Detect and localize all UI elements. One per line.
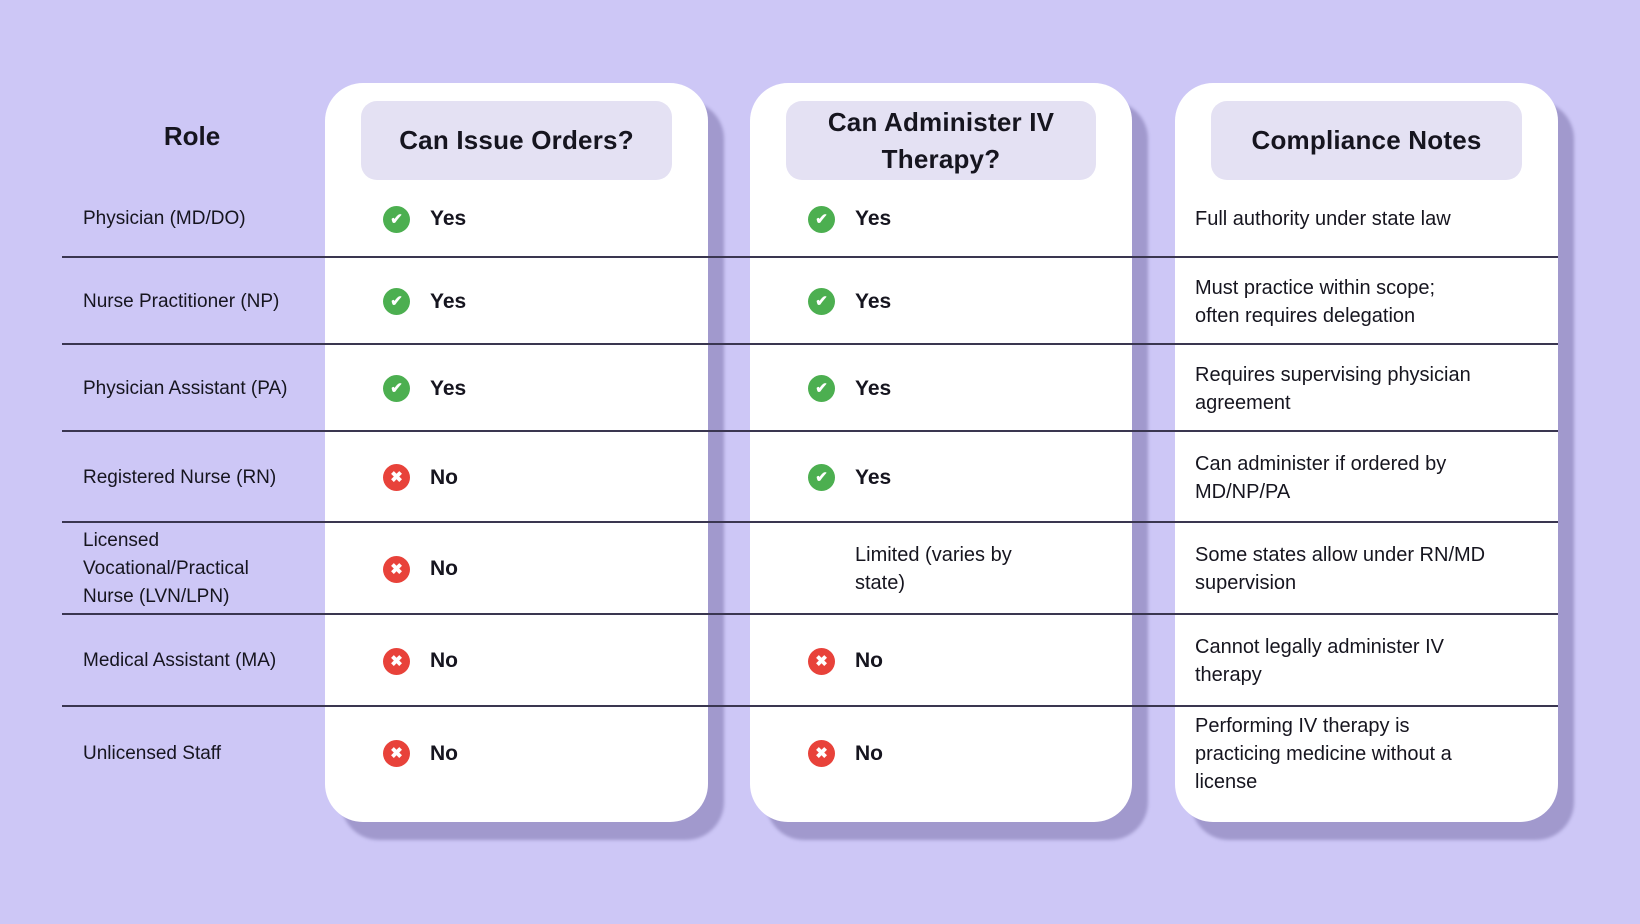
row-divider <box>62 430 1558 432</box>
note-cell: Cannot legally administer IV therapy <box>1195 636 1445 686</box>
card-can-administer-iv-therapy: Can Administer IV Therapy? ✔ Yes ✔ Yes ✔… <box>750 83 1132 822</box>
check-circle-icon: ✔ <box>383 375 410 402</box>
x-circle-icon: ✖ <box>383 464 410 491</box>
issue-value: No <box>430 557 458 580</box>
iv-cell: ✖ No <box>750 615 1132 707</box>
issue-cell: ✖ No <box>325 615 708 707</box>
card-compliance-notes: Compliance Notes Full authority under st… <box>1175 83 1558 822</box>
note-cell: Must practice within scope; often requir… <box>1195 276 1436 327</box>
x-circle-icon: ✖ <box>808 740 835 767</box>
row-divider <box>62 705 1558 707</box>
iv-value: No <box>855 741 883 765</box>
check-circle-icon: ✔ <box>808 288 835 315</box>
issue-value: No <box>430 741 458 765</box>
card-can-issue-orders: Can Issue Orders? ✔ Yes ✔ Yes ✔ Yes ✖ No… <box>325 83 708 822</box>
role-column-header: Role <box>163 121 221 151</box>
row-divider <box>62 343 1558 345</box>
row-divider <box>62 521 1558 523</box>
iv-cell: Limited (varies by state) <box>750 523 1132 615</box>
x-circle-icon: ✖ <box>383 740 410 767</box>
iv-cell: ✖ No <box>750 707 1132 822</box>
issue-value: Yes <box>430 289 467 313</box>
issue-value: Yes <box>430 376 467 400</box>
check-circle-icon: ✔ <box>808 205 835 233</box>
issue-value: Yes <box>430 207 467 230</box>
note-cell: Full authority under state law <box>1195 208 1451 230</box>
issue-cell: ✔ Yes <box>325 180 708 258</box>
iv-value: No <box>855 649 883 672</box>
role-label: Unlicensed Staff <box>83 742 222 764</box>
check-circle-icon: ✔ <box>383 205 410 233</box>
issue-cell: ✔ Yes <box>325 258 708 345</box>
column-header-compliance-notes: Compliance Notes <box>1211 101 1522 180</box>
role-label: Physician (MD/DO) <box>83 208 246 229</box>
note-cell: Some states allow under RN/MD supervisio… <box>1195 544 1486 594</box>
note-cell: Performing IV therapy is practicing medi… <box>1195 714 1452 793</box>
row-divider <box>62 613 1558 615</box>
iv-cell: ✔ Yes <box>750 432 1132 523</box>
role-label: Registered Nurse (RN) <box>83 466 277 488</box>
role-label: Licensed Vocational/Practical Nurse (LVN… <box>83 530 249 607</box>
x-circle-icon: ✖ <box>383 555 410 583</box>
issue-value: No <box>430 465 458 489</box>
role-label: Medical Assistant (MA) <box>83 650 277 671</box>
role-label: Physician Assistant (PA) <box>83 377 288 399</box>
column-header-can-administer-iv: Can Administer IV Therapy? <box>786 101 1096 180</box>
note-cell: Can administer if ordered by MD/NP/PA <box>1195 452 1447 503</box>
check-circle-icon: ✔ <box>383 288 410 315</box>
column-header-can-issue-orders: Can Issue Orders? <box>361 101 672 180</box>
issue-cell: ✖ No <box>325 432 708 523</box>
note-cell: Requires supervising physician agreement <box>1195 363 1471 414</box>
check-circle-icon: ✔ <box>808 464 835 491</box>
iv-value: Yes <box>855 289 892 313</box>
iv-cell: ✔ Yes <box>750 258 1132 345</box>
role-column: Role Physician (MD/DO) Nurse Practitione… <box>62 83 322 822</box>
x-circle-icon: ✖ <box>383 647 410 675</box>
iv-value: Yes <box>855 207 892 230</box>
issue-cell: ✖ No <box>325 523 708 615</box>
iv-value: Yes <box>855 376 892 400</box>
row-divider <box>62 256 1558 258</box>
check-circle-icon: ✔ <box>808 375 835 402</box>
issue-cell: ✔ Yes <box>325 345 708 432</box>
iv-value: Yes <box>855 465 892 489</box>
x-circle-icon: ✖ <box>808 647 835 675</box>
role-label: Nurse Practitioner (NP) <box>83 290 280 312</box>
issue-cell: ✖ No <box>325 707 708 822</box>
iv-cell: ✔ Yes <box>750 180 1132 258</box>
issue-value: No <box>430 649 458 672</box>
iv-value-limited: Limited (varies by state) <box>855 544 1012 594</box>
iv-cell: ✔ Yes <box>750 345 1132 432</box>
